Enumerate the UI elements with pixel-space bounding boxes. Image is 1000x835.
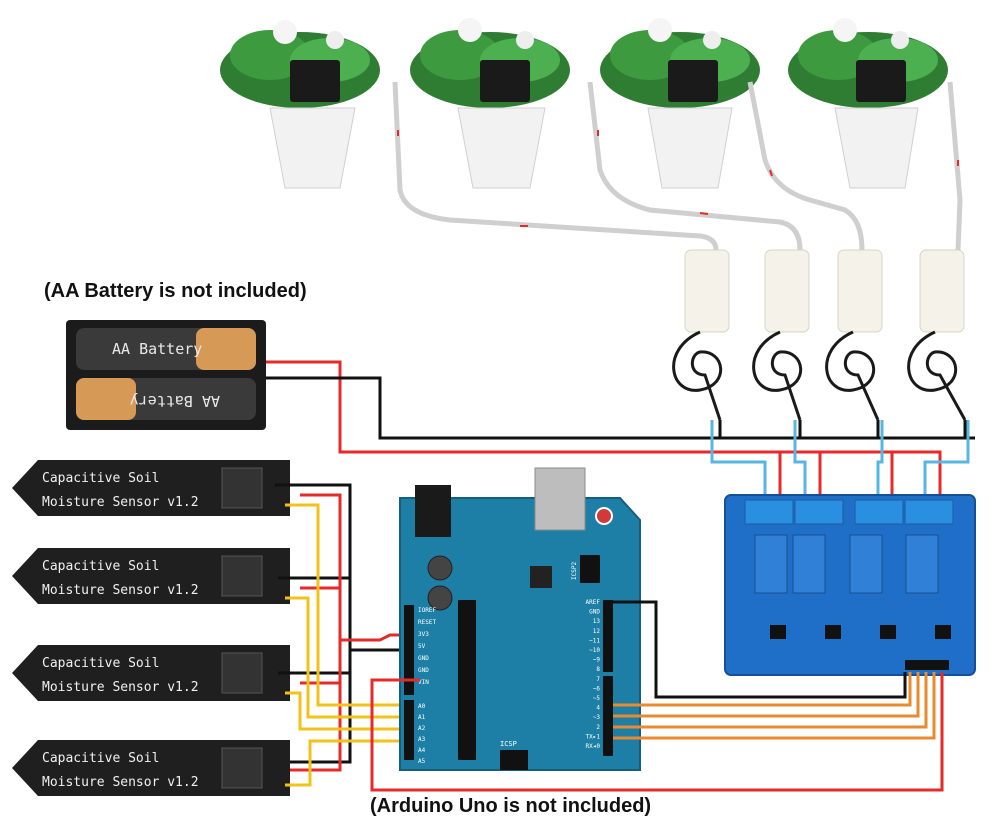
pin-label: GND [418,655,429,662]
sensor-1-label-line1: Capacitive Soil [42,471,159,486]
pin-label: ~10 [589,647,600,654]
sensor-2-label-line1: Capacitive Soil [42,559,159,574]
relay-input-header [905,660,949,670]
sensor-4-label-line1: Capacitive Soil [42,751,159,766]
pin-label: 8 [596,666,600,673]
sensor-3-label-line1: Capacitive Soil [42,656,159,671]
pin-label: VIN [418,679,429,686]
pin-label: TX▸1 [586,733,601,740]
relay-control-wires [370,600,944,792]
pin-label: ~9 [593,657,601,664]
pin-label: 12 [593,628,601,635]
pin-label: AREF [586,599,601,606]
pin-label: 3V3 [418,631,429,638]
pin-label: ~11 [589,637,600,644]
plant-1 [220,20,380,189]
pump-3 [825,249,883,421]
relay-optocouplers [770,625,951,639]
pin-label: RX◂0 [586,743,601,750]
arduino-uno-board: ICSP ICSP2 IOREF RESET 3V3 5V GND GND VIN A0A1… [399,467,641,771]
battery-cell-top-label: AA Battery [112,340,202,358]
arduino-power-pin-labels: IOREF RESET 3V3 5V GND GND VIN [418,607,436,686]
relay-cubes [754,534,939,594]
pin-label: ~5 [593,695,601,702]
relay-terminal-blocks [744,499,954,525]
arduino-icsp2-label: ICSP2 [571,562,578,580]
pin-label: 13 [593,618,601,625]
plant-2 [410,18,570,189]
pin-label: 5V [418,643,426,650]
pin-label: GND [418,667,429,674]
pin-label: ~3 [593,714,601,721]
relay-module-4ch [724,494,976,676]
water-tube-markers [397,130,959,227]
sensor-1-label-line2: Moisture Sensor v1.2 [42,495,199,510]
sensor-4-label-line2: Moisture Sensor v1.2 [42,775,199,790]
pump-2 [752,249,810,421]
arduino-digital-pin-labels: AREF GND 13 12 ~11 ~10 ~9 8 7 ~6 ~5 4 ~3 2TX▸1RX◂0 [586,599,601,750]
sensor-2-label-line2: Moisture Sensor v1.2 [42,583,199,598]
pin-label: IOREF [418,607,436,614]
battery-pack: AA Battery AA Battery [66,320,266,430]
arduino-icsp-label: ICSP [500,740,517,748]
pin-label: GND [589,609,600,616]
pin-label: 4 [596,705,600,712]
battery-not-included-note: (AA Battery is not included) [44,280,307,302]
pin-label: A4 [418,747,426,754]
battery-cell-bottom-label: AA Battery [130,392,220,410]
pin-label: A0 [418,703,426,710]
water-tubes [392,81,963,251]
pump-1 [672,249,730,421]
pin-label: A1 [418,714,426,721]
arduino-not-included-note: (Arduino Uno is not included) [370,795,652,817]
pin-label: 7 [596,676,600,683]
plant-4 [788,18,948,189]
pin-label: A5 [418,758,426,765]
pump-4 [907,249,967,421]
pin-label: A3 [418,736,426,743]
pin-label: A2 [418,725,426,732]
pin-label: 2 [596,724,600,731]
pin-label: ~6 [593,685,601,692]
plant-3 [600,18,760,189]
pin-label: RESET [418,619,436,626]
sensor-wires [275,483,422,787]
sensor-3-label-line2: Moisture Sensor v1.2 [42,680,199,695]
pump-signal-wires [710,420,970,505]
